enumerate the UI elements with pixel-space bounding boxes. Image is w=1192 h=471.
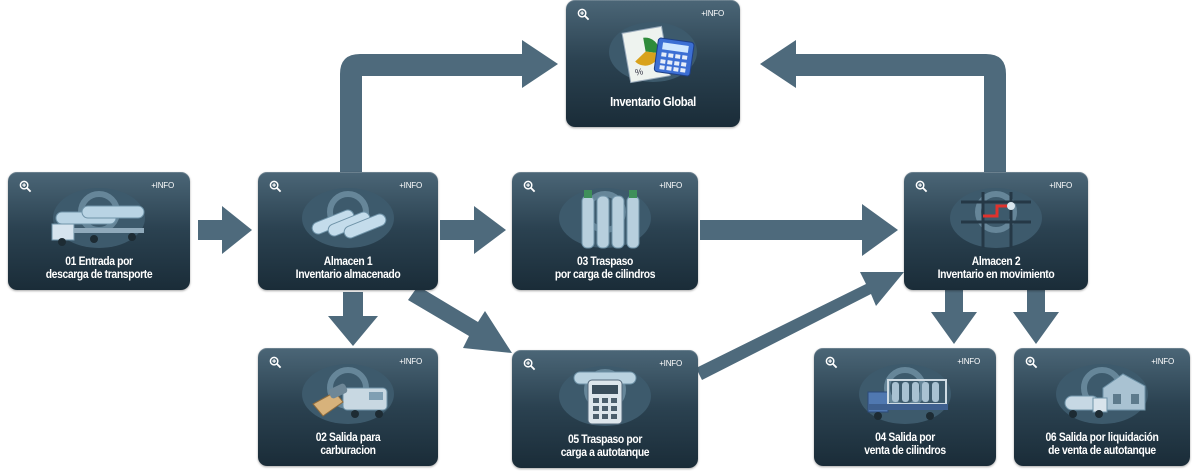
info-link[interactable]: +INFO (957, 357, 980, 366)
arrow-almacen1-to-cilindros (440, 206, 506, 254)
info-link[interactable]: +INFO (1151, 357, 1174, 366)
node-salida-venta-cilindros[interactable]: +INFO 04 Salida por venta de cilindros (814, 348, 996, 466)
arrow-almacen1-to-global (340, 40, 558, 178)
zoom-in-icon[interactable] (269, 180, 282, 193)
node-caption: 05 Traspaso por carga a autotanque (560, 434, 650, 459)
info-link[interactable]: +INFO (399, 181, 422, 190)
node-caption: 01 Entrada por descarga de transporte (45, 256, 153, 281)
zoom-in-icon[interactable] (915, 180, 928, 193)
arrow-almacen1-to-carburacion (328, 292, 378, 346)
arrow-almacen2-to-cilindros-venta (931, 290, 977, 344)
zoom-in-icon[interactable] (269, 356, 282, 369)
node-caption: Inventario Global (610, 95, 696, 109)
node-entrada-descarga[interactable]: +INFO 01 Entrada por descarga de transpo… (8, 172, 190, 290)
zoom-in-icon[interactable] (19, 180, 32, 193)
info-link[interactable]: +INFO (659, 359, 682, 368)
zoom-in-icon[interactable] (825, 356, 838, 369)
info-link[interactable]: +INFO (701, 9, 724, 18)
gas-cylinders-icon (559, 188, 651, 249)
node-salida-liquidacion[interactable]: +INFO 06 Salida por liquidación de venta… (1014, 348, 1190, 466)
node-caption: Almacen 2 Inventario en movimiento (937, 256, 1055, 281)
arrow-almacen2-to-liquidacion (1013, 290, 1059, 344)
arrow-entrada-to-almacen1 (198, 206, 252, 254)
node-traspaso-cilindros[interactable]: +INFO 03 Traspaso por carga de cilindros (512, 172, 698, 290)
calculator-chart-icon: % (609, 22, 697, 84)
svg-text:%: % (634, 66, 644, 77)
autotanque-house-icon (1056, 364, 1148, 424)
node-salida-carburacion[interactable]: +INFO 02 Salida para carburacion (258, 348, 438, 466)
node-caption: 03 Traspaso por carga de cilindros (554, 256, 656, 281)
node-traspaso-autotanque[interactable]: +INFO 05 Traspaso por carga a autotanque (512, 350, 698, 468)
node-caption: 06 Salida por liquidación de venta de au… (1045, 432, 1159, 457)
meter-device-icon (559, 366, 651, 426)
arrow-almacen1-to-autotanque (408, 286, 512, 353)
node-almacen-1[interactable]: +INFO Almacen 1 Inventario almacenado (258, 172, 438, 290)
node-inventario-global[interactable]: +INFO % Inventario Global (566, 0, 740, 127)
zoom-in-icon[interactable] (1025, 356, 1038, 369)
pipeline-map-icon (950, 188, 1042, 248)
node-caption: 02 Salida para carburacion (315, 432, 381, 457)
info-link[interactable]: +INFO (151, 181, 174, 190)
arrow-autotanque-to-almacen2 (696, 272, 904, 380)
info-link[interactable]: +INFO (1049, 181, 1072, 190)
cylinder-truck-icon (859, 364, 951, 424)
zoom-in-icon[interactable] (523, 358, 536, 371)
node-almacen-2[interactable]: +INFO Almacen 2 Inventario en movimiento (904, 172, 1088, 290)
arrow-cilindros-to-almacen2 (700, 204, 898, 256)
node-caption: 04 Salida por venta de cilindros (864, 432, 946, 457)
info-link[interactable]: +INFO (659, 181, 682, 190)
info-link[interactable]: +INFO (399, 357, 422, 366)
node-caption: Almacen 1 Inventario almacenado (295, 256, 401, 281)
fuel-nozzle-truck-icon (302, 364, 394, 424)
zoom-in-icon[interactable] (523, 180, 536, 193)
zoom-in-icon[interactable] (577, 8, 590, 21)
storage-tanks-icon (302, 188, 394, 248)
tanker-truck-icon (51, 188, 145, 248)
arrow-almacen2-to-global (760, 40, 1006, 172)
